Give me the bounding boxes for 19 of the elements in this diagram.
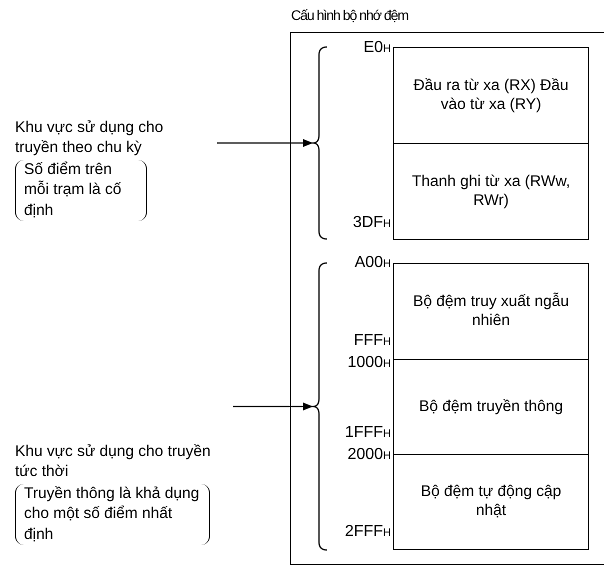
area-name: Bộ đệm truy xuất ngẫu nhiên [412, 292, 570, 330]
memory-area-box [393, 454, 589, 550]
parenthetical-note: Truyền thông là khả dụng cho một số điểm nhất định [15, 484, 210, 545]
curly-brace [313, 263, 329, 550]
memory-area-box [393, 359, 589, 455]
area-description: Khu vực sử dụng cho truyền tức thời [15, 442, 212, 482]
area-name: Bộ đệm tự động cập nhật [420, 483, 562, 521]
arrow [217, 139, 313, 147]
area-name: Thanh ghi từ xa (RWw, RWr) [410, 172, 572, 210]
memory-area-box [393, 143, 589, 240]
curly-brace [313, 47, 329, 239]
arrow [233, 402, 313, 410]
area-description: Khu vực sử dụng cho truyền theo chu kỳ [15, 118, 164, 158]
memory-area-box [393, 47, 589, 144]
area-name: Bộ đệm truyền thông [419, 398, 563, 416]
area-name: Đầu ra từ xa (RX) Đầu vào từ xa (RY) [412, 76, 570, 114]
parenthetical-note: Số điểm trên mỗi trạm là cố định [15, 160, 147, 221]
frame-heading: Cấu hình bộ nhớ đệm [291, 7, 408, 23]
memory-area-box [393, 263, 589, 360]
